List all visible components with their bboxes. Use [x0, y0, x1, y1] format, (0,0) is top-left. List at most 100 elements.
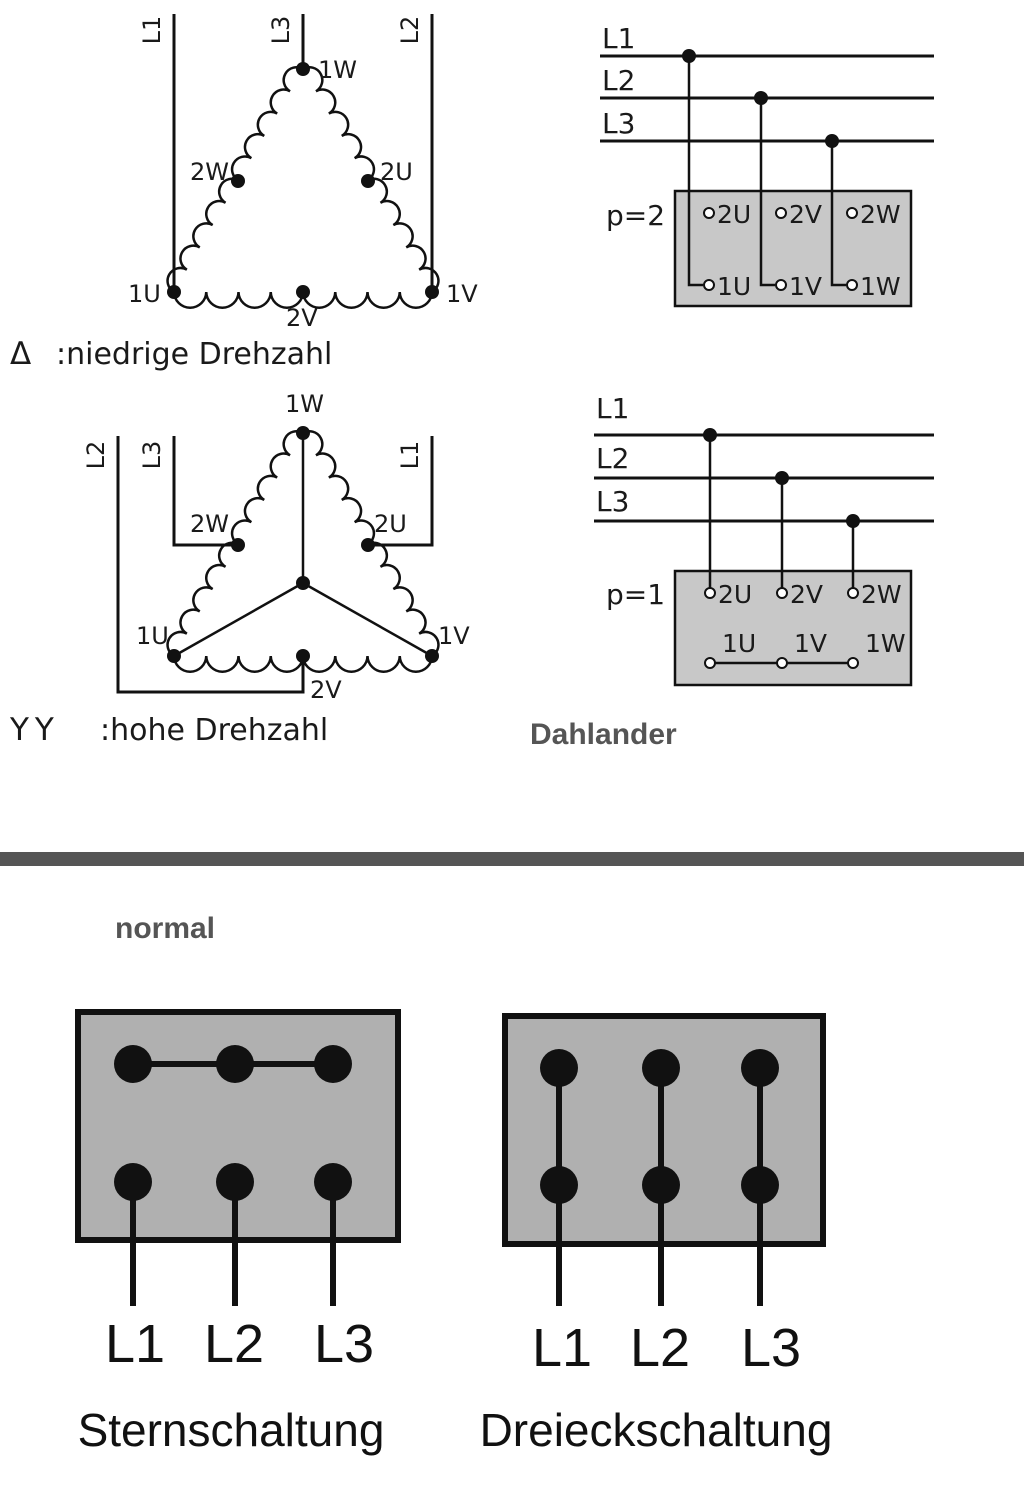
delta-node-2v	[296, 285, 310, 299]
yy-star-right	[302, 581, 433, 658]
delta-node-1w	[296, 62, 310, 76]
triangle-terminal-bottom-1	[540, 1166, 578, 1204]
delta-text-2u: 2U	[380, 158, 413, 186]
p2-junction-l2	[754, 91, 768, 105]
p2-text-2v: 2V	[789, 200, 822, 229]
p2-junction-l1	[682, 49, 696, 63]
p1-text-2w: 2W	[861, 580, 902, 609]
yy-text-2u: 2U	[374, 510, 407, 538]
delta-symbol: Δ	[10, 336, 31, 372]
delta-node-2u	[361, 174, 375, 188]
normal-label: normal	[115, 912, 215, 945]
p2-label-l3: L3	[602, 107, 635, 140]
triangle-terminal-bottom-3	[741, 1166, 779, 1204]
p1-terminal-2u	[704, 587, 716, 599]
p2-terminal-2w	[846, 207, 858, 219]
p1-terminal-2w	[847, 587, 859, 599]
delta-diagram: L1 L3 L2 1W 2W 2U 1U 1V 2V Δ :niedrige D…	[10, 14, 478, 372]
yy-caption: :hohe Drehzahl	[100, 713, 328, 748]
p1-junction-l3	[846, 514, 860, 528]
yy-label-l2: L2	[82, 441, 110, 470]
delta-text-1w: 1W	[318, 56, 357, 84]
star-terminal-bottom-3	[314, 1163, 352, 1201]
p2-text-2u: 2U	[717, 200, 751, 229]
p2-wire-l3	[830, 141, 846, 287]
p1-terminal-1w	[847, 657, 859, 669]
delta-text-1u: 1U	[128, 280, 161, 308]
p2-text-1v: 1V	[789, 272, 822, 301]
delta-caption: :niedrige Drehzahl	[56, 337, 332, 372]
p2-wire-l2	[759, 98, 775, 287]
yy-star-left	[173, 581, 304, 658]
star-label-l3: L3	[314, 1314, 374, 1374]
p1-text-1w: 1W	[865, 629, 906, 658]
delta-node-2w	[231, 174, 245, 188]
triangle-caption: Dreieckschaltung	[480, 1404, 833, 1456]
yy-node-1v	[425, 649, 439, 663]
delta-label-l3: L3	[267, 16, 295, 45]
yy-line-l1	[368, 436, 434, 547]
triangle-label-l2: L2	[630, 1318, 690, 1378]
star-caption: Sternschaltung	[78, 1404, 385, 1456]
triangle-label-l1: L1	[532, 1318, 592, 1378]
p1-junction-l2	[775, 471, 789, 485]
p1-text-1u: 1U	[722, 629, 756, 658]
delta-node-1v	[425, 285, 439, 299]
star-terminal-top-1	[114, 1045, 152, 1083]
star-connection: L1 L2 L3 Sternschaltung	[75, 1009, 401, 1456]
p1-label-l3: L3	[596, 485, 629, 518]
yy-symbol: YY	[9, 712, 60, 748]
star-terminal-bottom-2	[216, 1163, 254, 1201]
p2-terminal-1u	[703, 279, 715, 291]
yy-diagram: L2 L3 L1 1W 2W 2U 1U 1V 2V YY :hohe Dreh…	[9, 390, 470, 748]
p1-terminal-2v	[776, 587, 788, 599]
p1-pole-label: p=1	[606, 578, 665, 611]
yy-label-l3: L3	[138, 441, 166, 470]
yy-line-l2	[116, 436, 305, 694]
star-terminal-bottom-1	[114, 1163, 152, 1201]
star-label-l1: L1	[105, 1314, 165, 1374]
delta-text-2v: 2V	[286, 304, 318, 332]
triangle-connection: L1 L2 L3 Dreieckschaltung	[480, 1013, 833, 1456]
yy-text-2v: 2V	[310, 676, 342, 704]
p1-junction-l1	[703, 428, 717, 442]
p2-wire-l1	[687, 56, 703, 287]
yy-text-1u: 1U	[136, 622, 169, 650]
triangle-terminal-top-1	[540, 1049, 578, 1087]
yy-node-star	[296, 576, 310, 590]
p2-terminal-1v	[775, 279, 787, 291]
p2-text-2w: 2W	[860, 200, 901, 229]
p1-label-l1: L1	[596, 392, 629, 425]
yy-node-2w	[231, 538, 245, 552]
p1-text-2v: 2V	[790, 580, 823, 609]
p2-terminal-1w	[846, 279, 858, 291]
triangle-terminal-bottom-2	[642, 1166, 680, 1204]
dahlander-p1-diagram: L1 L2 L3 p=1 2U 2V 2W 1U 1V 1W	[594, 392, 934, 687]
yy-text-1w: 1W	[285, 390, 324, 418]
p1-label-l2: L2	[596, 442, 629, 475]
p2-pole-label: p=2	[606, 199, 665, 232]
p2-terminal-2v	[775, 207, 787, 219]
triangle-terminal-top-3	[741, 1049, 779, 1087]
delta-text-1v: 1V	[446, 280, 478, 308]
delta-node-1u	[167, 285, 181, 299]
delta-label-l1: L1	[138, 16, 166, 45]
delta-label-l2: L2	[396, 16, 424, 45]
section-divider	[0, 852, 1024, 866]
p1-terminal-1v	[776, 657, 788, 669]
p2-terminal-2u	[703, 207, 715, 219]
delta-text-2w: 2W	[190, 158, 229, 186]
yy-node-2u	[361, 538, 375, 552]
p2-label-l2: L2	[602, 64, 635, 97]
yy-text-2w: 2W	[190, 510, 229, 538]
p2-junction-l3	[825, 134, 839, 148]
p2-text-1w: 1W	[860, 272, 901, 301]
yy-text-1v: 1V	[438, 622, 470, 650]
star-terminal-top-3	[314, 1045, 352, 1083]
dahlander-p2-diagram: L1 L2 L3 p=2 2U 2V 2W 1U 1V 1W	[600, 22, 934, 308]
yy-line-l3	[172, 436, 238, 547]
star-terminal-top-2	[216, 1045, 254, 1083]
yy-label-l1: L1	[396, 441, 424, 470]
triangle-label-l3: L3	[741, 1318, 801, 1378]
